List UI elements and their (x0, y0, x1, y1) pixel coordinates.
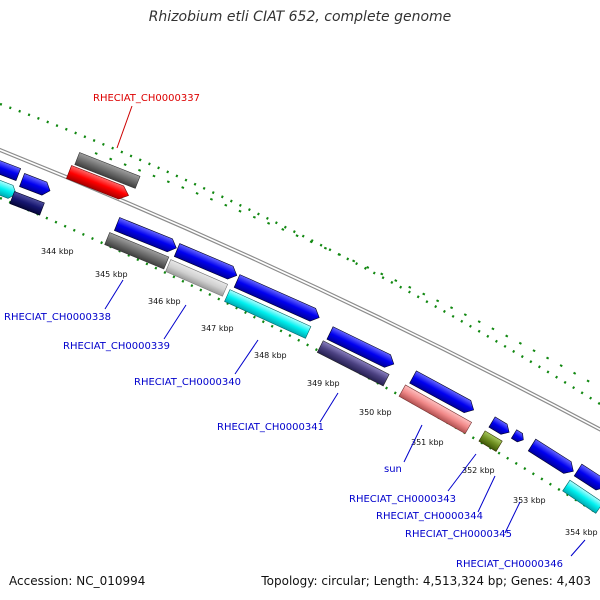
kbp-label: 354 kbp (565, 528, 598, 537)
gene-label-343[interactable]: RHECIAT_CH0000343 (349, 494, 456, 505)
gene-left-blue[interactable] (19, 173, 52, 197)
kbp-label: 352 kbp (462, 466, 495, 475)
gene-label-338[interactable]: RHECIAT_CH0000338 (4, 312, 111, 323)
gene-blue-a[interactable] (113, 217, 179, 255)
gene-label-339[interactable]: RHECIAT_CH0000339 (63, 341, 170, 352)
gene-label-345[interactable]: RHECIAT_CH0000345 (405, 529, 512, 540)
gene-label-sun[interactable]: sun (384, 464, 402, 475)
kbp-label: 344 kbp (41, 247, 74, 256)
gene-blue-b[interactable] (173, 243, 239, 282)
gene-label-341[interactable]: RHECIAT_CH0000341 (217, 422, 324, 433)
kbp-label: 347 kbp (201, 324, 234, 333)
gene-left-top[interactable] (0, 158, 22, 182)
genome-backbone-outer (0, 147, 600, 432)
gene-left-cyan[interactable] (0, 177, 19, 200)
gene-338[interactable] (104, 232, 170, 270)
gene-label-340[interactable]: RHECIAT_CH0000340 (134, 377, 241, 388)
gene-left-navy[interactable] (9, 191, 45, 216)
accession-text: Accession: NC_010994 (9, 574, 146, 588)
kbp-label: 353 kbp (513, 496, 546, 505)
genome-backbone-inner (0, 149, 600, 431)
gene-339[interactable] (165, 259, 229, 297)
gene-344[interactable] (510, 429, 526, 444)
gene-label-344[interactable]: RHECIAT_CH0000344 (376, 511, 483, 522)
gene-341[interactable] (316, 340, 390, 387)
kbp-label: 349 kbp (307, 379, 340, 388)
gene-blue-g[interactable] (527, 438, 577, 477)
kbp-label: 350 kbp (359, 408, 392, 417)
kbp-label: 348 kbp (254, 351, 287, 360)
topology-text: Topology: circular; Length: 4,513,324 bp… (261, 574, 591, 588)
gc-track-inner (0, 196, 600, 517)
label-leaders (104, 105, 586, 557)
gene-blue-c[interactable] (233, 274, 322, 324)
gene-346[interactable] (562, 479, 600, 514)
gene-343[interactable] (478, 430, 503, 452)
gc-track-outer (0, 102, 600, 406)
kbp-label: 351 kbp (411, 438, 444, 447)
gene-sun[interactable] (398, 384, 473, 435)
kbp-label: 346 kbp (148, 297, 181, 306)
gene-blue-e[interactable] (409, 370, 477, 416)
gene-label-346[interactable]: RHECIAT_CH0000346 (456, 559, 563, 570)
gene-blue-f[interactable] (488, 416, 512, 438)
gene-337-highlight[interactable] (66, 165, 131, 201)
kbp-label: 345 kbp (95, 270, 128, 279)
map-title: Rhizobium etli CIAT 652, complete genome (148, 9, 452, 25)
gene-340[interactable] (224, 289, 312, 339)
gene-blue-d[interactable] (326, 326, 397, 371)
gene-337-grey[interactable] (74, 152, 141, 189)
gene-label-337[interactable]: RHECIAT_CH0000337 (93, 93, 200, 104)
